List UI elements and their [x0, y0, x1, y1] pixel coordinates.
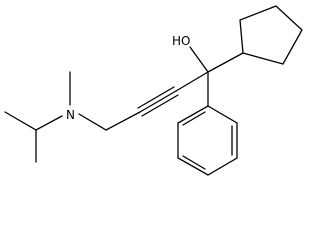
propargyl-chain: [78, 71, 209, 131]
cyclopentyl-ring: [207, 5, 303, 73]
benzene-ring: [177, 105, 238, 176]
molecule-structure: HO N: [4, 5, 303, 176]
bond-quaternary-cyclopentyl: [207, 52, 244, 73]
benzene-double-bond-2: [182, 155, 206, 170]
bond-triple-2: [137, 86, 175, 109]
bond-nitrogen-ch2: [78, 113, 107, 131]
hydroxyl-group: HO: [172, 34, 209, 73]
hydroxyl-label: HO: [172, 34, 190, 48]
nitrogen-label: N: [66, 108, 75, 122]
cyclopentane-ring: [239, 5, 303, 65]
bond-triple-1: [139, 90, 177, 113]
isopropyl-group: [4, 111, 63, 163]
bond-quaternary-oxygen: [189, 46, 209, 73]
bond-ch2-alkyne: [105, 111, 141, 131]
bond-ch-nitrogen: [35, 115, 63, 131]
phenyl-ring: [177, 71, 238, 176]
bond-triple-3: [141, 94, 179, 117]
bond-alkyne-quaternary: [175, 71, 209, 92]
benzene-double-bond-3: [182, 111, 206, 126]
bond-methyl1-ch: [4, 111, 37, 131]
